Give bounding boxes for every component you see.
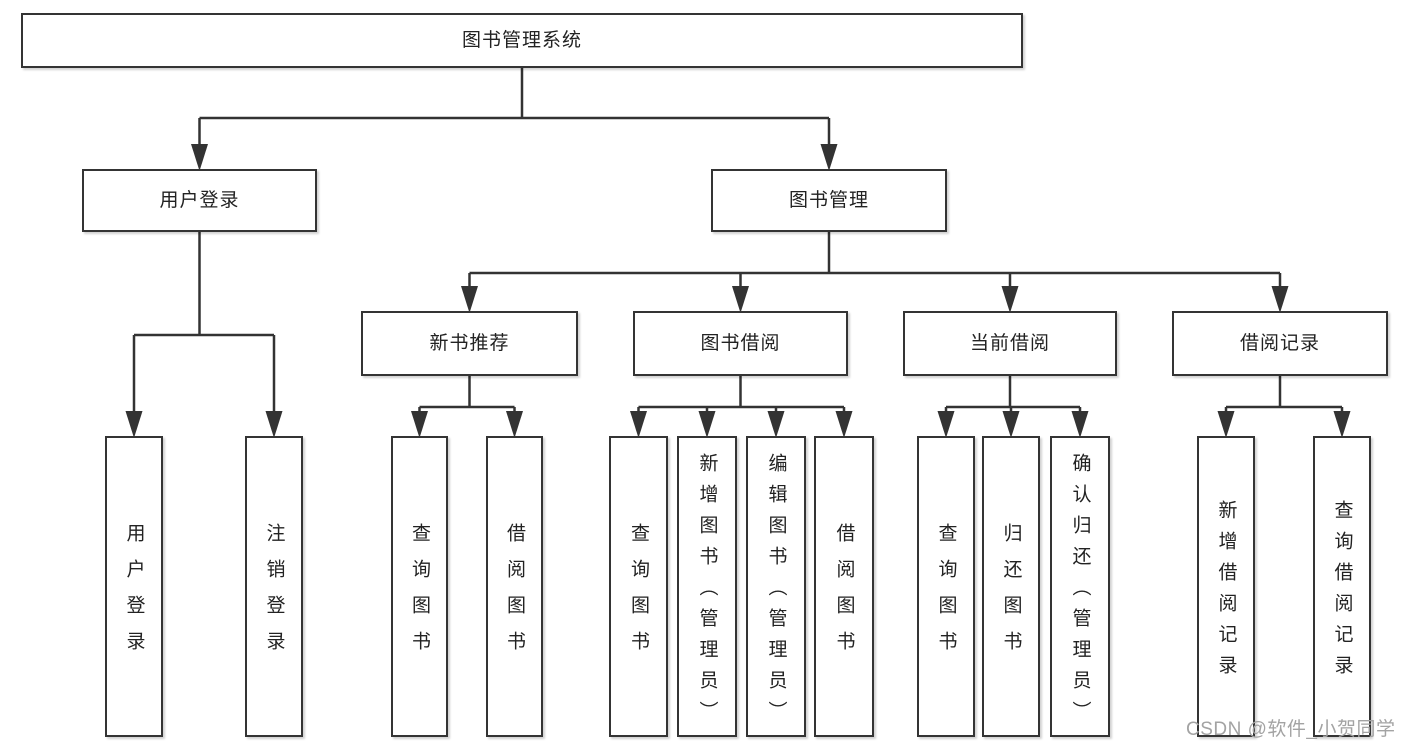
node-leaf-borrow-book: 借阅图书 — [814, 436, 874, 737]
node-label: 当前借阅 — [969, 333, 1050, 354]
node-leaf-query-book-cur: 查询图书 — [917, 436, 975, 737]
node-label: 查询图书 — [935, 523, 957, 667]
node-label: 查询图书 — [628, 523, 649, 667]
node-leaf-query-book-bor: 查询图书 — [609, 436, 668, 737]
watermark: CSDN @软件_小贺同学 — [1186, 719, 1396, 740]
node-root: 图书管理系统 — [21, 13, 1023, 68]
node-label: 归还图书 — [1000, 523, 1022, 667]
node-current-borrow: 当前借阅 — [903, 311, 1117, 376]
node-book-mgmt: 图书管理 — [711, 169, 947, 232]
node-label: 注销登录 — [263, 523, 285, 667]
node-leaf-add-record: 新增借阅记录 — [1197, 436, 1255, 737]
node-label: 确认归还（管理员） — [1069, 453, 1091, 732]
node-book-borrow: 图书借阅 — [633, 311, 848, 376]
node-label: 借阅图书 — [504, 523, 525, 667]
node-label: 查询图书 — [409, 523, 430, 667]
node-label: 图书管理 — [788, 190, 869, 211]
node-label: 图书借阅 — [700, 333, 781, 354]
node-label: 用户登录 — [159, 190, 240, 211]
node-label: 借阅图书 — [833, 523, 855, 667]
node-label: 查询借阅记录 — [1331, 499, 1353, 686]
node-label: 新书推荐 — [429, 333, 510, 354]
node-label: 编辑图书（管理员） — [765, 453, 787, 732]
node-leaf-edit-book: 编辑图书（管理员） — [746, 436, 806, 737]
node-new-book-rec: 新书推荐 — [361, 311, 578, 376]
node-label: 新增图书（管理员） — [696, 453, 718, 732]
node-leaf-return-book: 归还图书 — [982, 436, 1040, 737]
node-user-login: 用户登录 — [82, 169, 317, 232]
node-leaf-query-record: 查询借阅记录 — [1313, 436, 1371, 737]
node-leaf-borrow-book-rec: 借阅图书 — [486, 436, 543, 737]
node-label: 用户登录 — [123, 523, 145, 667]
node-leaf-confirm-return: 确认归还（管理员） — [1050, 436, 1110, 737]
node-leaf-add-book: 新增图书（管理员） — [677, 436, 737, 737]
node-label: 图书管理系统 — [461, 30, 582, 51]
node-label: 借阅记录 — [1239, 333, 1320, 354]
node-leaf-query-book-rec: 查询图书 — [391, 436, 448, 737]
node-borrow-records: 借阅记录 — [1172, 311, 1388, 376]
node-label: 新增借阅记录 — [1215, 499, 1237, 686]
node-leaf-logout: 注销登录 — [245, 436, 303, 737]
node-leaf-user-login: 用户登录 — [105, 436, 163, 737]
